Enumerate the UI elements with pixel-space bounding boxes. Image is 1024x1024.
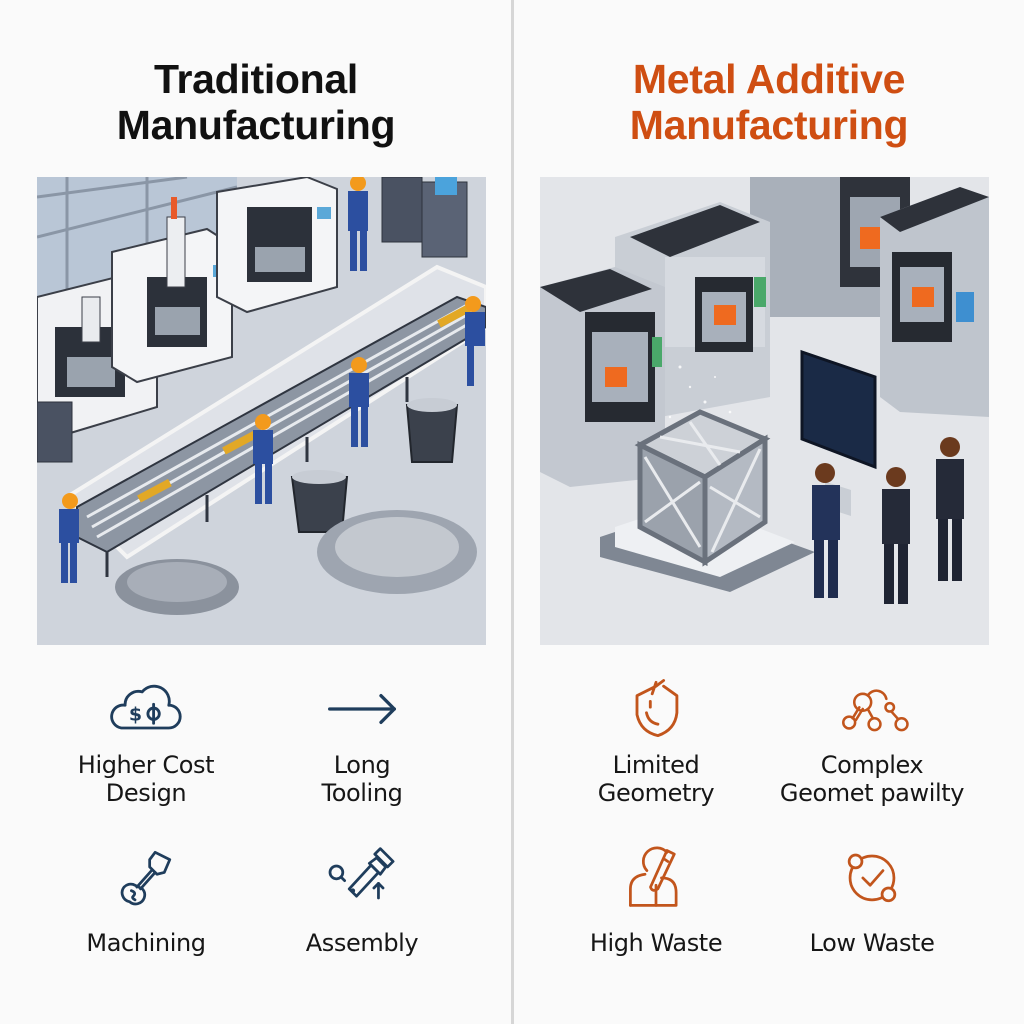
factory-scene xyxy=(37,177,486,645)
feature-long-tooling: Long Tooling xyxy=(252,677,472,807)
feature-label-line2: Geomet pawilty xyxy=(779,779,965,807)
feature-label: Low Waste xyxy=(809,929,935,957)
assembly-tool-icon xyxy=(252,845,472,909)
title-line-1: Traditional xyxy=(153,56,358,102)
arrow-right-icon xyxy=(252,677,472,741)
machining-tool-icon xyxy=(36,845,256,909)
feature-high-waste: High Waste xyxy=(546,845,766,957)
additive-title: Metal Additive Manufacturing xyxy=(514,56,1024,148)
feature-label-line1: Limited xyxy=(612,751,700,779)
traditional-factory-illustration xyxy=(37,177,486,645)
traditional-manufacturing-panel: Traditional Manufacturing xyxy=(0,56,512,957)
feature-label-line1: Higher Cost xyxy=(77,751,215,779)
feature-label: Assembly xyxy=(305,929,419,957)
feature-label: High Waste xyxy=(589,929,723,957)
printer-scene xyxy=(540,177,989,645)
metal-additive-manufacturing-panel: Metal Additive Manufacturing xyxy=(514,0,1024,1024)
feature-label-line2: Geometry xyxy=(597,779,715,807)
additive-printers-illustration xyxy=(540,177,989,645)
traditional-title: Traditional Manufacturing xyxy=(0,56,512,148)
feature-machining: Machining xyxy=(36,845,256,957)
observer xyxy=(812,463,840,598)
feature-low-waste: Low Waste xyxy=(762,845,982,957)
title-line-2: Manufacturing xyxy=(116,102,396,148)
feature-label-line1: Complex xyxy=(820,751,924,779)
feature-label-line2: Design xyxy=(105,779,187,807)
center-divider xyxy=(511,0,514,1024)
title-line-2: Manufacturing xyxy=(629,102,909,148)
person-tool-icon xyxy=(546,845,766,909)
feature-label: Machining xyxy=(86,929,206,957)
worker xyxy=(59,493,79,583)
shield-geometry-icon xyxy=(546,677,766,741)
feature-assembly: Assembly xyxy=(252,845,472,957)
molecule-network-icon xyxy=(762,677,982,741)
cycle-check-icon xyxy=(762,845,982,909)
feature-label-line1: Long xyxy=(333,751,391,779)
feature-limited-geometry: Limited Geometry xyxy=(546,677,766,807)
feature-label-line2: Tooling xyxy=(321,779,403,807)
feature-complex-geometry: Complex Geomet pawilty xyxy=(762,677,982,807)
title-line-1: Metal Additive xyxy=(632,56,906,102)
cloud-dollar-icon: $ xyxy=(36,677,256,741)
feature-higher-cost-design: $ Higher Cost Design xyxy=(36,677,256,807)
svg-text:$: $ xyxy=(129,703,142,725)
